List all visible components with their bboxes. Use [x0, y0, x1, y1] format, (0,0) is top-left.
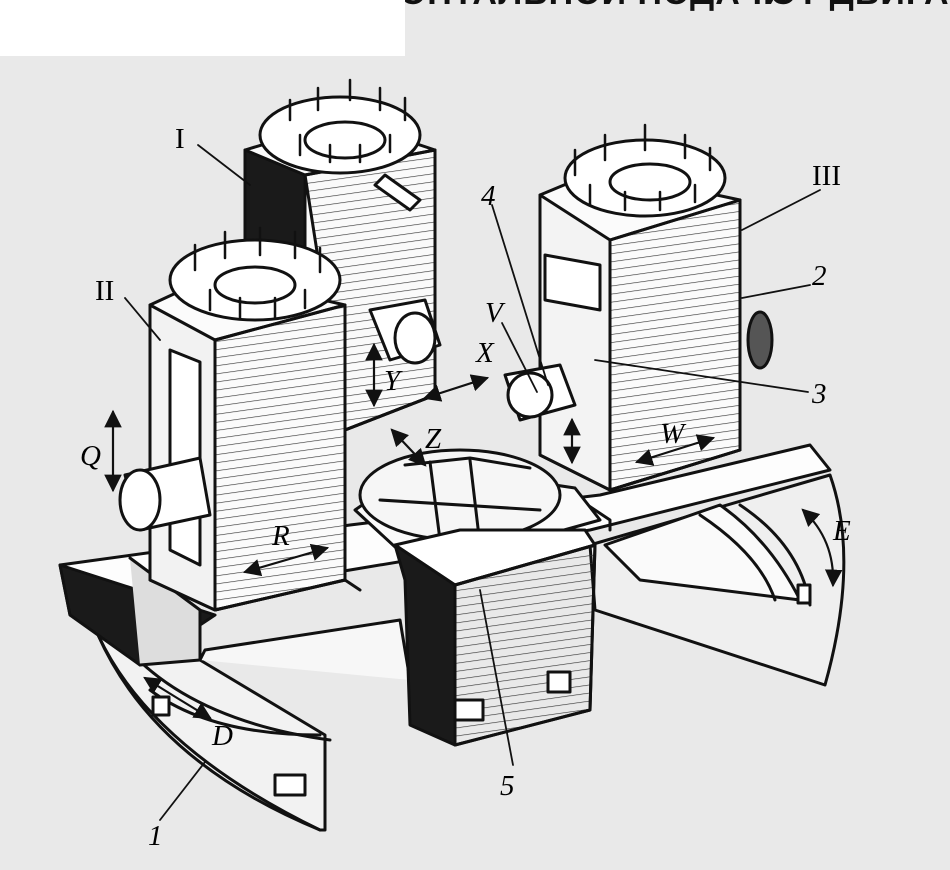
arrow-D	[143, 676, 212, 720]
labels: I II III 1 2 3 4 5 Q R Y X Z V W D E	[80, 123, 851, 852]
label-unit-I: I	[175, 123, 185, 155]
motion-arrows	[104, 342, 843, 720]
label-motion-X: X	[475, 337, 495, 369]
label-motion-E: E	[832, 515, 851, 547]
label-unit-III: III	[812, 160, 841, 192]
work-slide-5	[393, 528, 597, 747]
label-motion-V: V	[485, 297, 506, 329]
label-part-4: 4	[481, 180, 496, 212]
label-motion-D: D	[211, 720, 233, 752]
arrow-W	[634, 434, 716, 466]
label-part-1: 1	[148, 820, 163, 852]
unit-III	[503, 138, 774, 492]
label-motion-Q: Q	[80, 440, 101, 472]
base-right	[588, 473, 846, 687]
unit-II	[118, 238, 442, 612]
cropped-heading-right: ОТ ДВИГА...	[770, 0, 950, 13]
arrow-X	[422, 374, 490, 402]
tool-spindles	[193, 78, 712, 320]
label-motion-Z: Z	[425, 423, 442, 455]
label-unit-II: II	[95, 275, 114, 307]
arrow-E	[801, 508, 843, 588]
redaction-block	[0, 0, 405, 56]
arrow-Z	[390, 428, 427, 467]
label-motion-R: R	[271, 520, 290, 552]
label-part-3: 3	[811, 378, 827, 410]
arrow-R	[242, 543, 330, 577]
label-motion-Y: Y	[384, 365, 403, 397]
leader-lines	[124, 144, 821, 821]
label-part-5: 5	[500, 770, 515, 802]
label-motion-W: W	[660, 418, 687, 450]
label-part-2: 2	[812, 260, 827, 292]
